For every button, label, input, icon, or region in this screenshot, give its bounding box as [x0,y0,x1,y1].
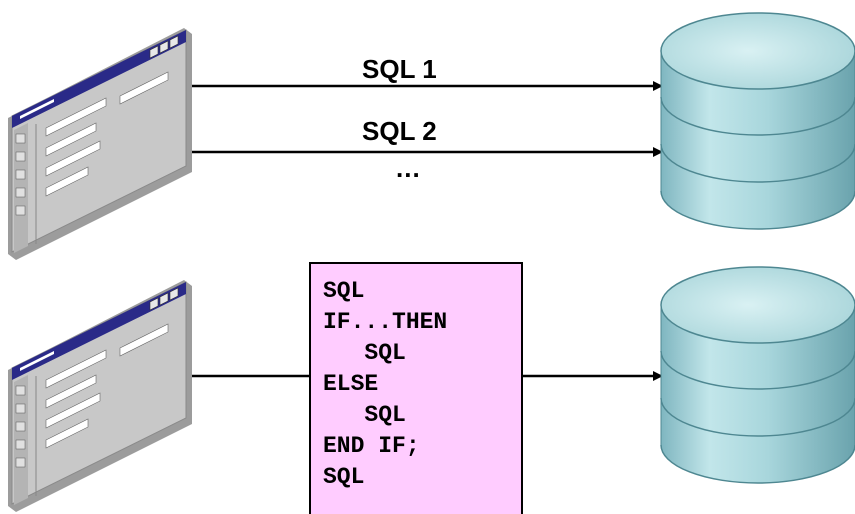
code-line: SQL [323,402,406,428]
code-line: IF...THEN [323,309,448,335]
code-line: SQL [323,278,365,304]
plsql-block: SQL IF...THEN SQL ELSE SQL END IF; SQL [309,262,523,514]
code-line: SQL [323,340,406,366]
code-line: SQL [323,464,365,490]
database-icon-top [660,12,855,230]
client-app-icon-bottom [7,279,193,513]
code-line: END IF; [323,433,420,459]
database-icon-bottom [660,266,855,484]
ellipsis-label: ... [396,153,421,183]
sql-1-label: SQL 1 [362,54,437,84]
sql-2-label: SQL 2 [362,116,437,146]
code-line: ELSE [323,371,379,397]
client-app-icon-top [7,27,193,261]
